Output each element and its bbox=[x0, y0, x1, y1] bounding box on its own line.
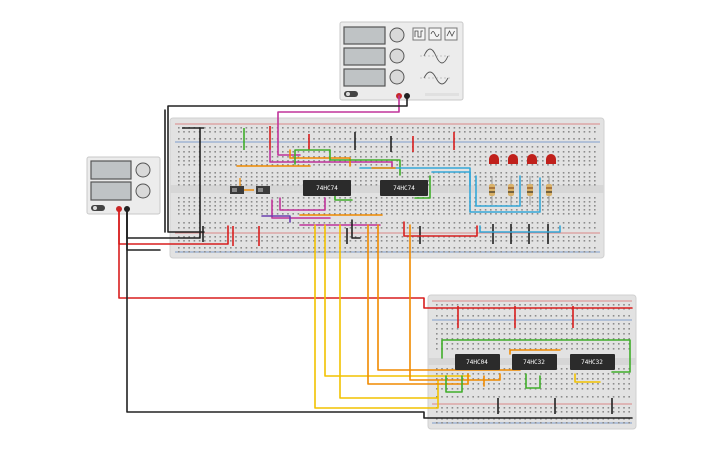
chip-74hc74-left[interactable]: 74HC74 bbox=[303, 180, 351, 196]
ps-knob-2[interactable] bbox=[135, 183, 151, 199]
ps-display-1 bbox=[90, 160, 132, 180]
fg-display-3 bbox=[343, 68, 386, 87]
fg-knob-3[interactable] bbox=[389, 69, 405, 85]
components-secondary[interactable]: 74HC04 74HC32 74HC32 bbox=[455, 354, 615, 370]
chip-label: 74HC04 bbox=[466, 359, 488, 366]
wire-magenta-1[interactable] bbox=[269, 149, 393, 169]
chip-74hc74-right[interactable]: 74HC74 bbox=[380, 180, 428, 196]
wire-blue-2[interactable] bbox=[431, 171, 541, 213]
wire-yellow-3[interactable] bbox=[339, 224, 439, 399]
wire-orange-7[interactable] bbox=[409, 224, 501, 381]
wire-green-7[interactable] bbox=[525, 373, 541, 389]
wire-blue-3[interactable] bbox=[475, 175, 521, 207]
chip-label: 74HC74 bbox=[393, 185, 415, 192]
chip-label: 74HC32 bbox=[523, 359, 545, 366]
wire-red-1[interactable] bbox=[403, 221, 478, 237]
wire-fg-ground[interactable] bbox=[167, 95, 408, 233]
chip-74hc04[interactable]: 74HC04 bbox=[455, 354, 500, 370]
led-2[interactable] bbox=[508, 154, 518, 164]
wire-yellow-4[interactable] bbox=[574, 373, 601, 383]
fg-knob-2[interactable] bbox=[389, 48, 405, 64]
fg-model-label bbox=[425, 93, 459, 96]
chip-74hc32-a[interactable]: 74HC32 bbox=[512, 354, 557, 370]
wire-ground-to-small-board[interactable] bbox=[126, 208, 633, 419]
resistor-3[interactable] bbox=[527, 176, 533, 205]
chip-74hc32-b[interactable]: 74HC32 bbox=[570, 354, 615, 370]
wire-green-1[interactable] bbox=[294, 149, 331, 165]
wire-green-6[interactable] bbox=[445, 375, 463, 393]
fg-knob-1[interactable] bbox=[389, 27, 405, 43]
function-generator[interactable] bbox=[339, 21, 464, 101]
led-1[interactable] bbox=[489, 154, 499, 164]
led-4[interactable] bbox=[546, 154, 556, 164]
wire-black-2[interactable] bbox=[351, 219, 361, 239]
wire-purple-1[interactable] bbox=[261, 215, 291, 223]
led-3[interactable] bbox=[527, 154, 537, 164]
fg-display-1 bbox=[343, 26, 386, 45]
chip-label: 74HC32 bbox=[581, 359, 603, 366]
resistor-2[interactable] bbox=[508, 176, 514, 205]
components-main[interactable]: 74HC74 74HC74 bbox=[230, 154, 556, 205]
wire-blue-4[interactable] bbox=[479, 225, 561, 233]
wire-orange-5[interactable] bbox=[367, 224, 469, 385]
resistor-1[interactable] bbox=[489, 176, 495, 205]
wire-power-to-small-board[interactable] bbox=[118, 208, 633, 309]
wire-magenta-3[interactable] bbox=[271, 199, 331, 219]
resistor-4[interactable] bbox=[546, 176, 552, 205]
rail-jumpers[interactable] bbox=[182, 126, 613, 414]
wire-orange-8[interactable] bbox=[509, 349, 561, 355]
wire-yellow-1[interactable] bbox=[314, 224, 439, 409]
chip-label: 74HC74 bbox=[316, 185, 338, 192]
ps-display-2 bbox=[90, 181, 132, 201]
wire-magenta-2[interactable] bbox=[279, 197, 326, 211]
wire-orange-2[interactable] bbox=[289, 149, 351, 167]
ps-knob-1[interactable] bbox=[135, 162, 151, 178]
wire-green-3[interactable] bbox=[414, 175, 431, 199]
wire-green-5[interactable] bbox=[441, 339, 631, 373]
fg-display-2 bbox=[343, 47, 386, 66]
power-supply[interactable] bbox=[86, 156, 161, 215]
wire-yellow-2[interactable] bbox=[324, 224, 471, 377]
